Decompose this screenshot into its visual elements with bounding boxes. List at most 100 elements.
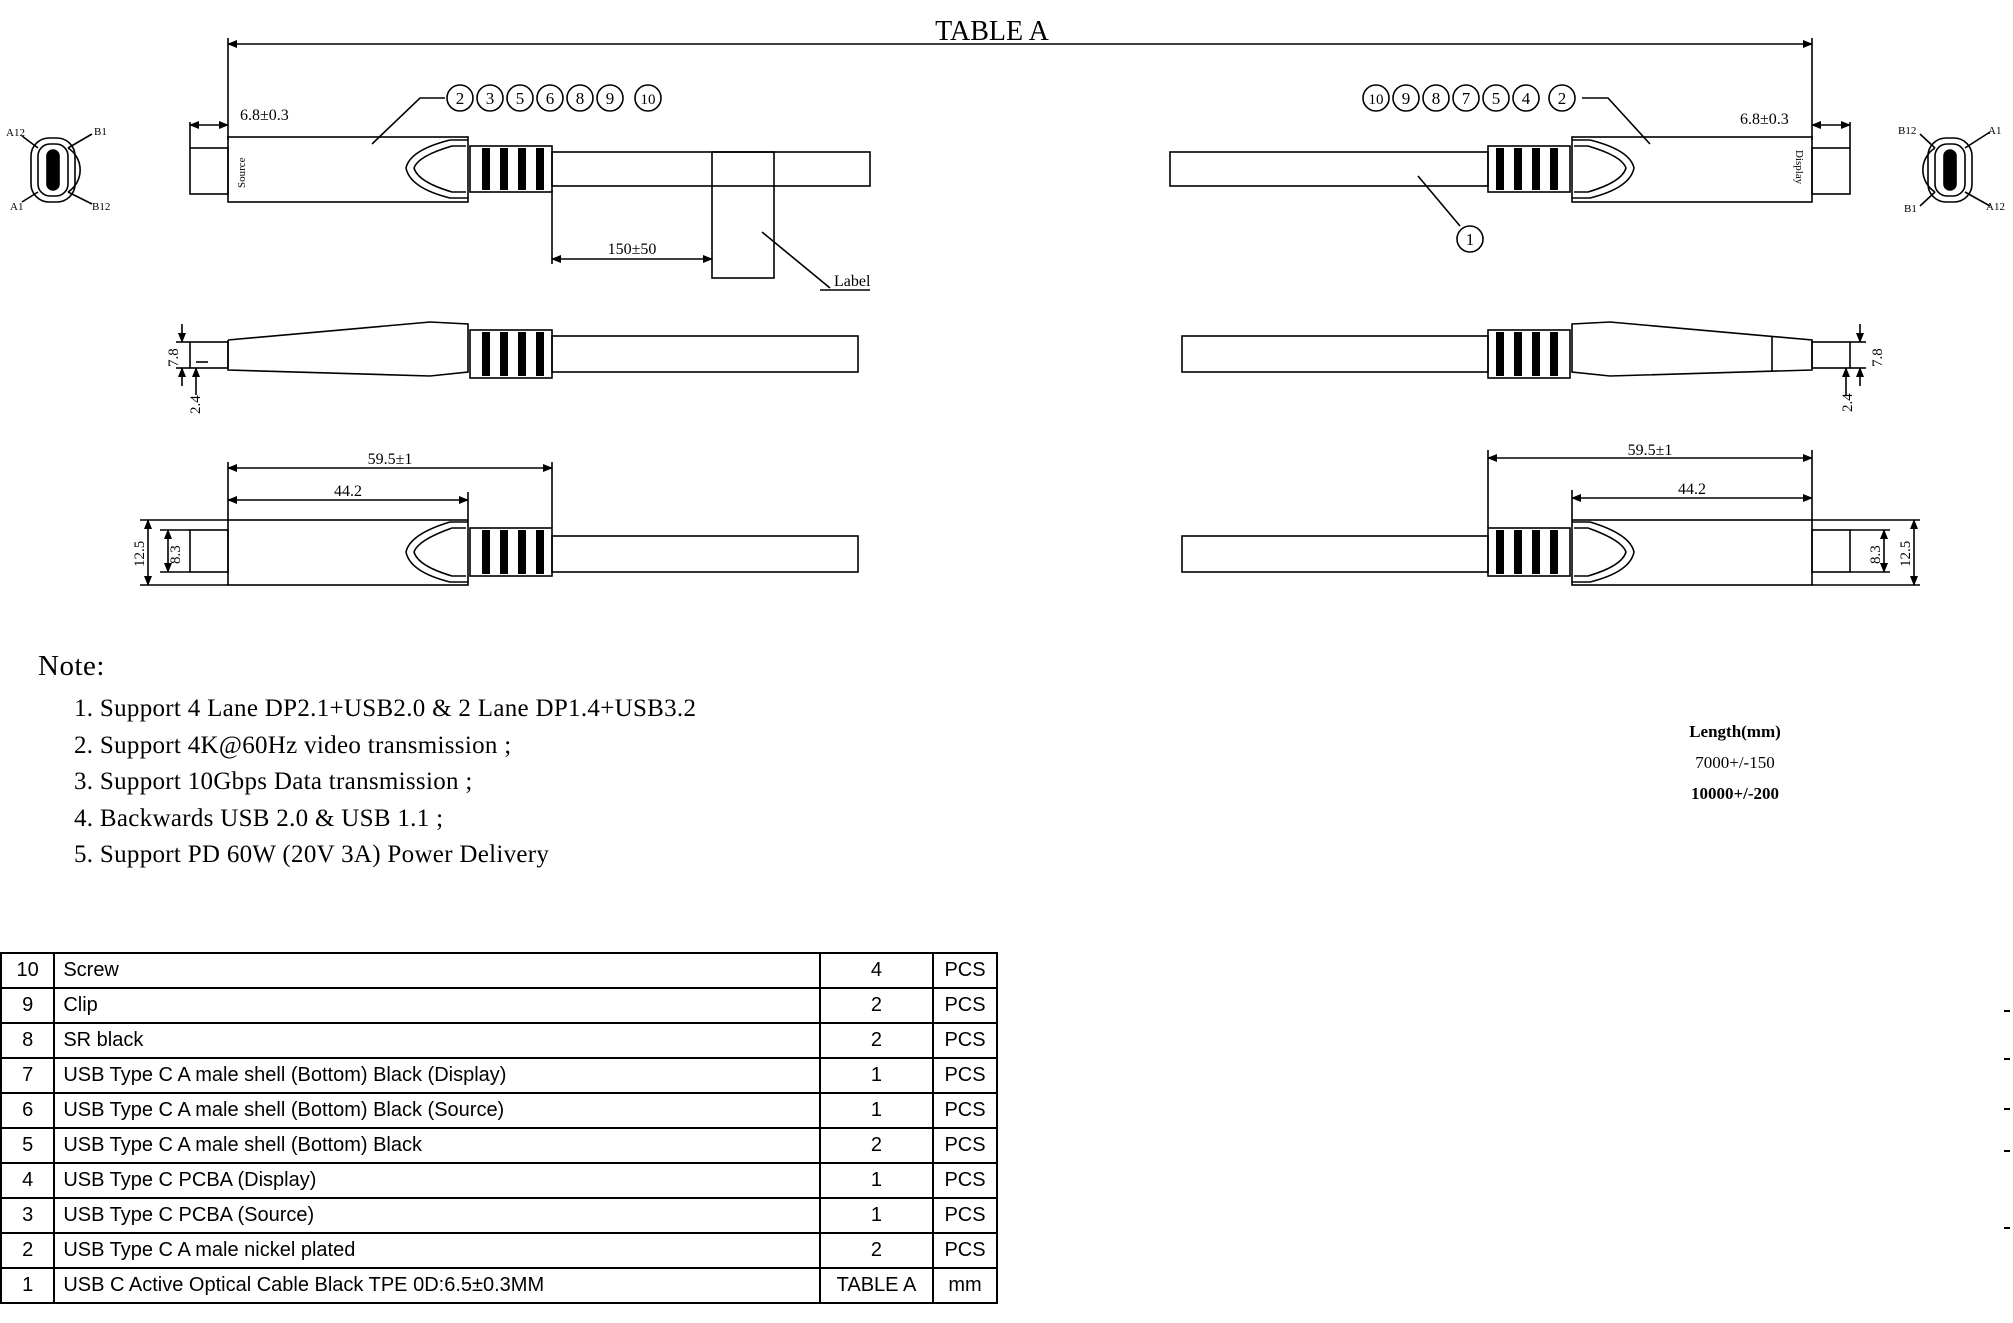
left-end-view (21, 133, 93, 205)
balloon-l-5: 5 (516, 89, 525, 108)
notes-title: Note: (38, 650, 105, 682)
display-text: Display (1793, 150, 1805, 185)
bom-unit: PCS (932, 1127, 998, 1164)
dim-shell-len-left: 44.2 (334, 483, 362, 500)
note-item: 4. Backwards USB 2.0 & USB 1.1 ; (74, 804, 444, 832)
bom-desc: SR black (53, 1022, 821, 1059)
view1-left-connector (189, 97, 871, 291)
balloon-r-7: 7 (1462, 89, 1471, 108)
bom-qty: 2 (818, 987, 935, 1024)
pin-right-a12: A12 (1986, 201, 2005, 213)
bom-desc: USB Type C PCBA (Source) (53, 1197, 821, 1234)
dim-thickness-left: 2.4 (188, 395, 204, 414)
bom-qty: 2 (818, 1232, 935, 1269)
dim-body-len-left: 59.5±1 (368, 451, 413, 468)
bom-desc: Clip (53, 987, 821, 1024)
dim-width-left: 12.5 (132, 541, 148, 567)
balloon-r-8: 8 (1432, 89, 1441, 108)
technical-drawing: TABLE A 6.8±0.3 6.8±0.3 150±50 Label Sou… (6, 16, 2005, 586)
bom-unit: PCS (932, 1197, 998, 1234)
bom-unit: PCS (932, 952, 998, 989)
bom-no: 6 (0, 1092, 56, 1129)
bom-no: 8 (0, 1022, 56, 1059)
note-item: 1. Support 4 Lane DP2.1+USB2.0 & 2 Lane … (74, 695, 697, 722)
length-table: Length(mm) 7000+/-150 10000+/-200 (1640, 716, 1830, 809)
bom-qty: 2 (818, 1022, 935, 1059)
bom-desc: USB Type C A male nickel plated (53, 1232, 821, 1269)
pin-left-a12: A12 (6, 127, 25, 139)
dim-tip-width-right: 8.3 (1868, 545, 1884, 564)
note-item: 3. Support 10Gbps Data transmission ; (74, 768, 473, 795)
view2-right-connector (1181, 321, 1866, 395)
balloon-r-4: 4 (1522, 89, 1531, 108)
bom-no: 10 (0, 952, 56, 989)
balloon-r-9: 9 (1402, 89, 1411, 108)
label-callout: Label (834, 273, 871, 290)
dim-label-gap: 150±50 (608, 241, 657, 258)
bom-qty: 1 (818, 1057, 935, 1094)
balloon-l-8: 8 (576, 89, 585, 108)
view3-right-connector (1181, 450, 1920, 586)
note-item: 5. Support PD 60W (20V 3A) Power Deliver… (74, 841, 550, 868)
bom-desc: Screw (53, 952, 821, 989)
pin-left-a1: A1 (10, 201, 23, 213)
dim-tip-width-left: 8.3 (168, 545, 184, 564)
pin-right-b12: B12 (1898, 125, 1916, 137)
bom-qty: 1 (818, 1092, 935, 1129)
dim-thickness-right: 2.4 (1840, 393, 1856, 412)
pin-left-b1: B1 (94, 126, 107, 138)
dim-width-right: 12.5 (1898, 541, 1914, 567)
balloon-l-6: 6 (546, 89, 555, 108)
right-end-view (1919, 131, 1991, 207)
pin-right-a1: A1 (1988, 125, 2001, 137)
bom-no: 3 (0, 1197, 56, 1234)
balloon-r-5: 5 (1492, 89, 1501, 108)
notes-list: 1. Support 4 Lane DP2.1+USB2.0 & 2 Lane … (38, 691, 696, 874)
pin-left-b12: B12 (92, 201, 110, 213)
length-header: Length(mm) (1689, 722, 1781, 741)
balloon-r-2: 2 (1558, 89, 1567, 108)
dim-height-left: 7.8 (166, 348, 182, 367)
bom-desc: USB Type C A male shell (Bottom) Black (… (53, 1057, 821, 1094)
balloon-l-3: 3 (486, 89, 495, 108)
balloon-cable (1456, 225, 1484, 253)
bom-no: 5 (0, 1127, 56, 1164)
notes-block: Note: 1. Support 4 Lane DP2.1+USB2.0 & 2… (38, 650, 696, 874)
note-item: 2. Support 4K@60Hz video transmission ; (74, 731, 512, 759)
bom-unit: PCS (932, 1092, 998, 1129)
balloons-right (1362, 84, 1576, 112)
bom-desc: USB C Active Optical Cable Black TPE 0D:… (53, 1267, 821, 1304)
view3-left-connector (140, 462, 859, 586)
dim-body-len-right: 59.5±1 (1628, 442, 1673, 459)
bom-qty: 1 (818, 1197, 935, 1234)
bom-unit: PCS (932, 1022, 998, 1059)
bom-no: 7 (0, 1057, 56, 1094)
balloon-l-2: 2 (456, 89, 465, 108)
balloon-cable-label: 1 (1466, 230, 1475, 249)
bom-desc: USB Type C A male shell (Bottom) Black (53, 1127, 821, 1164)
dim-shell-len-right: 44.2 (1678, 481, 1706, 498)
bom-no: 1 (0, 1267, 56, 1304)
dim-tip-left: 6.8±0.3 (240, 107, 289, 124)
bom-unit: PCS (932, 1057, 998, 1094)
balloon-r-10: 10 (1369, 92, 1384, 108)
table-a-label: TABLE A (935, 16, 1049, 47)
dim-tip-right: 6.8±0.3 (1740, 111, 1789, 128)
bom-no: 2 (0, 1232, 56, 1269)
view2-left-connector (176, 321, 859, 395)
bom-qty: 4 (818, 952, 935, 989)
bom-desc: USB Type C PCBA (Display) (53, 1162, 821, 1199)
bom-unit: mm (932, 1267, 998, 1304)
balloon-l-9: 9 (606, 89, 615, 108)
bom-unit: PCS (932, 1162, 998, 1199)
pin-right-b1: B1 (1904, 203, 1917, 215)
